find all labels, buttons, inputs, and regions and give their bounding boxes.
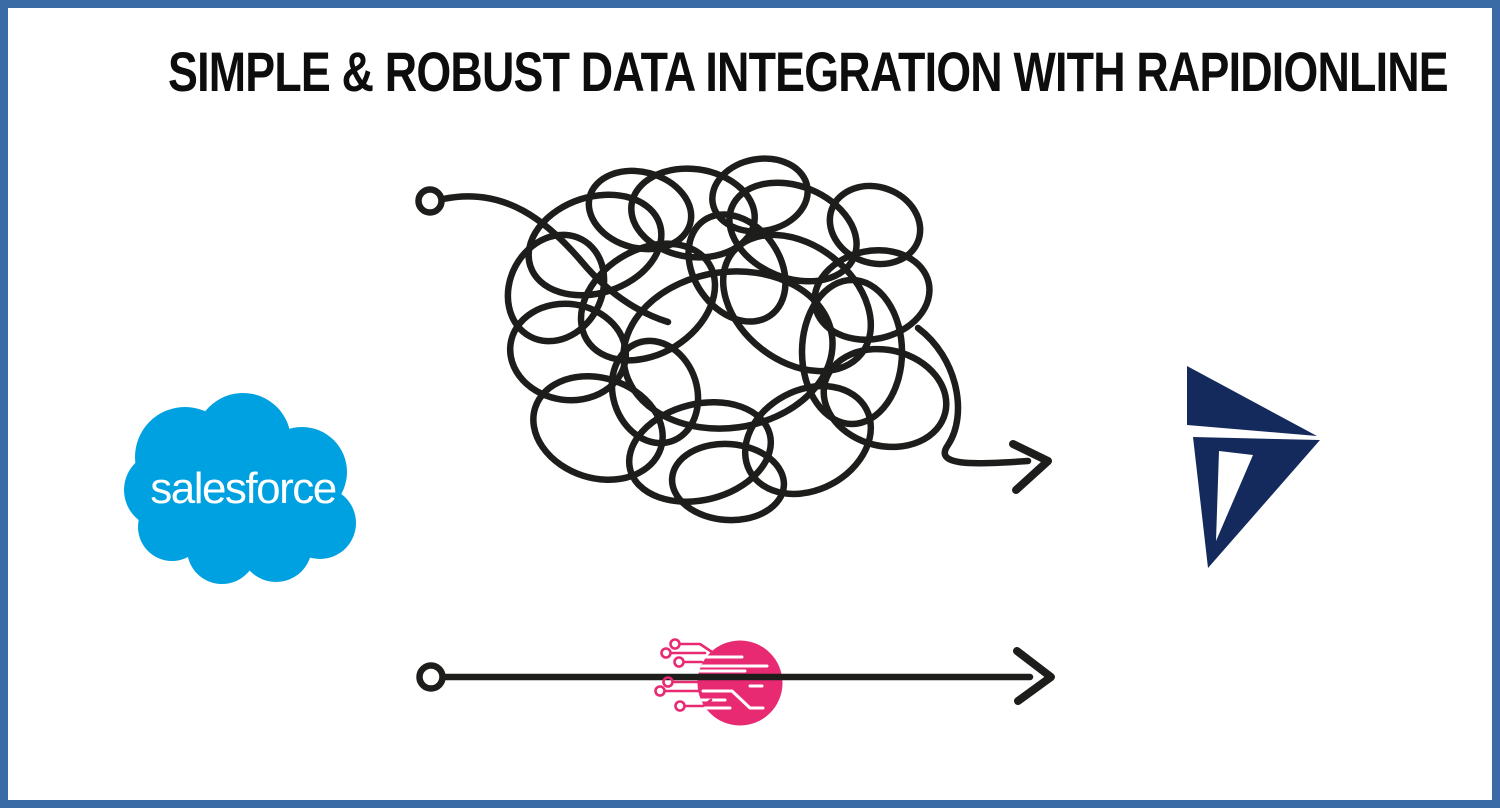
straight-start-circle-icon [416, 662, 446, 692]
dynamics-top-flag [1187, 366, 1317, 436]
salesforce-cloud-logo: salesforce [124, 393, 356, 584]
straight-line-arrow [416, 662, 446, 692]
tangle-ball [504, 155, 950, 524]
rapidionline-outer-traces [654, 638, 714, 712]
rapidionline-circle [697, 640, 783, 726]
salesforce-wordmark: salesforce [150, 464, 336, 513]
tangle-arrowhead-icon [1009, 440, 1052, 494]
dynamics-white-notch [1216, 451, 1253, 541]
dynamics-main-sail [1193, 437, 1320, 568]
tangle-exit-line [914, 324, 1032, 467]
salesforce-cloud-shape [124, 393, 356, 584]
straight-arrowhead-icon [1013, 647, 1055, 705]
tangled-scribble-arrow [415, 155, 1052, 524]
straight-shaft-group [440, 647, 1055, 705]
diagram-canvas: salesforce [124, 155, 1320, 726]
rapidionline-inner-traces [697, 655, 769, 710]
tangle-start-circle-icon [415, 186, 445, 216]
rapidionline-circuit-circle-icon [697, 640, 783, 726]
microsoft-dynamics-365-logo [1187, 366, 1320, 568]
